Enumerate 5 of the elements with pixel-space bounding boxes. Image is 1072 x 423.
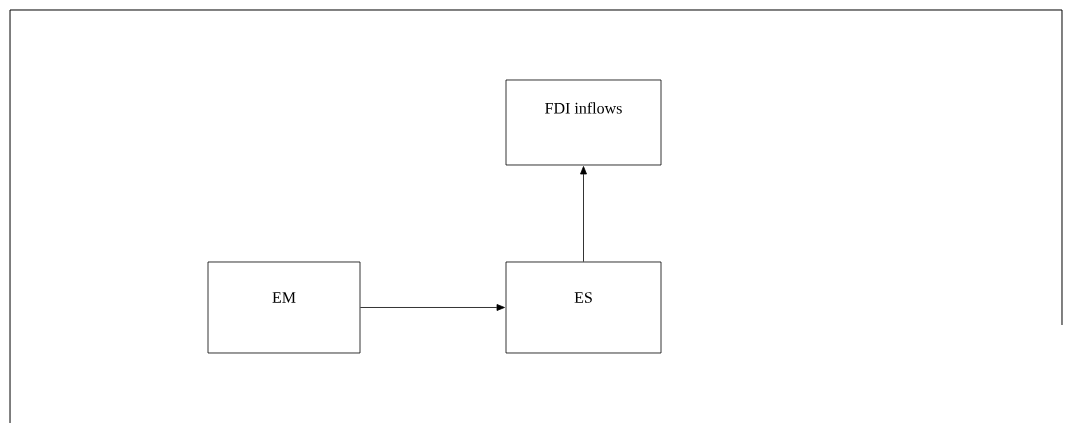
arrow <box>360 304 505 311</box>
arrow <box>580 166 587 262</box>
process-box: EM <box>207 261 361 354</box>
process-box: ES <box>505 261 662 354</box>
process-box: FDI inflows <box>505 79 662 166</box>
